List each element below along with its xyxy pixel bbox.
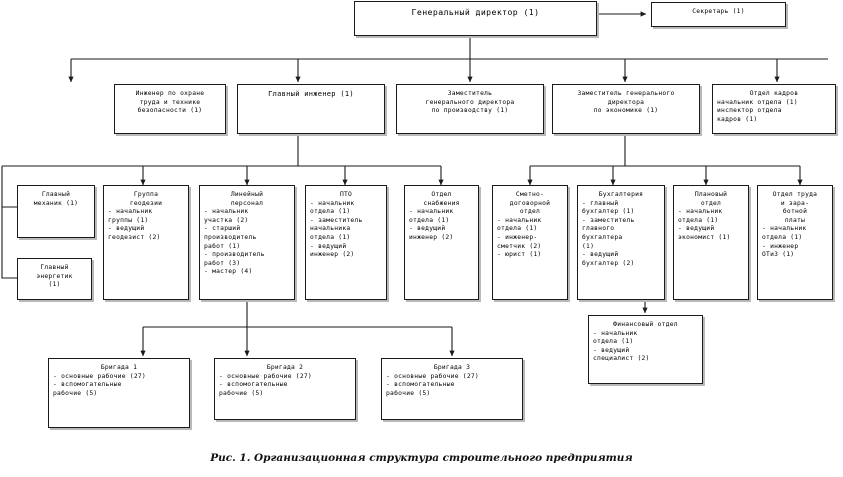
node-brigade-1[interactable]: Бригада 1 - основные рабочие (27) - вспо…	[48, 358, 190, 428]
node-safety-engineer[interactable]: Инженер по охране труда и технике безопа…	[114, 84, 226, 134]
node-title: Финансовый отдел	[613, 321, 678, 328]
node-chief-engineer[interactable]: Главный инженер (1)	[237, 84, 385, 134]
node-title: Главный энергетик (1)	[36, 264, 73, 289]
node-items: - начальник отдела (1) - ведущий экономи…	[678, 208, 731, 241]
node-items: - начальник отдела (1) - заместитель нач…	[310, 199, 363, 259]
node-planning-department[interactable]: Плановый отдел - начальник отдела (1) - …	[673, 185, 749, 300]
node-title: Линейный персонал	[230, 191, 264, 207]
node-general-director[interactable]: Генеральный директор (1)	[354, 1, 597, 36]
node-hr-department[interactable]: Отдел кадров начальник отдела (1) инспек…	[712, 84, 836, 134]
node-title: Сметно- договорной отдел	[509, 191, 551, 216]
node-geodesy-group[interactable]: Группа геодезии - начальник группы (1) -…	[103, 185, 189, 300]
node-title: Бригада 1	[100, 364, 138, 371]
node-items: - главный бухгалтер (1) - заместитель гл…	[582, 199, 635, 267]
node-financial-department[interactable]: Финансовый отдел - начальник отдела (1) …	[588, 315, 703, 384]
node-accounting[interactable]: Бухгалтерия - главный бухгалтер (1) - за…	[577, 185, 665, 300]
node-items: начальник отдела (1) инспектор отдела ка…	[717, 98, 798, 123]
node-brigade-2[interactable]: Бригада 2 - основные рабочие (27) - вспо…	[214, 358, 356, 420]
node-items: - основные рабочие (27) - вспомогательны…	[219, 372, 312, 397]
node-items: - основные рабочие (27) - вспомогательны…	[53, 372, 146, 397]
node-brigade-3[interactable]: Бригада 3 - основные рабочие (27) - вспо…	[381, 358, 523, 420]
node-title: Плановый отдел	[694, 191, 728, 207]
node-supply-department[interactable]: Отдел снабжения - начальник отдела (1) -…	[404, 185, 479, 300]
node-title: Генеральный директор (1)	[411, 7, 540, 17]
node-secretary[interactable]: Секретарь (1)	[651, 2, 786, 27]
node-labor-wages-department[interactable]: Отдел труда и зара- ботной платы - начал…	[757, 185, 833, 300]
node-line-personnel[interactable]: Линейный персонал - начальник участка (2…	[199, 185, 295, 300]
node-deputy-economy[interactable]: Заместитель генерального директора по эк…	[552, 84, 700, 134]
node-title: Бухгалтерия	[598, 191, 644, 198]
figure-caption: Рис. 1. Организационная структура строит…	[210, 452, 633, 464]
node-title: Секретарь (1)	[692, 8, 745, 15]
node-chief-power-engineer[interactable]: Главный энергетик (1)	[17, 258, 92, 300]
node-items: - начальник группы (1) - ведущий геодези…	[108, 208, 161, 241]
node-title: Отдел кадров	[749, 90, 799, 97]
node-title: Заместитель генерального директора по пр…	[425, 90, 515, 115]
node-title: Главный инженер (1)	[268, 90, 354, 98]
node-title: Бригада 2	[266, 364, 304, 371]
node-chief-mechanic[interactable]: Главный механик (1)	[17, 185, 95, 238]
node-items: - основные рабочие (27) - вспомогательны…	[386, 372, 479, 397]
node-pto[interactable]: ПТО - начальник отдела (1) - заместитель…	[305, 185, 387, 300]
node-items: - начальник отдела (1) - ведущий специал…	[593, 329, 650, 363]
node-title: ПТО	[339, 191, 353, 198]
node-title: Главный механик (1)	[33, 191, 79, 207]
node-title: Бригада 3	[433, 364, 471, 371]
node-title: Группа геодезии	[129, 191, 163, 207]
node-title: Отдел труда и зара- ботной платы	[772, 191, 818, 224]
node-deputy-production[interactable]: Заместитель генерального директора по пр…	[396, 84, 544, 134]
node-items: - начальник отдела (1) - инженер ОТиЗ (1…	[762, 225, 807, 259]
node-title: Инженер по охране труда и технике безопа…	[135, 90, 205, 115]
node-title: Отдел снабжения	[423, 191, 460, 207]
node-estimate-contract-department[interactable]: Сметно- договорной отдел - начальник отд…	[492, 185, 568, 300]
node-title: Заместитель генерального директора по эк…	[577, 90, 675, 115]
node-items: - начальник отдела (1) - инженер- сметчи…	[497, 216, 542, 259]
node-items: - начальник участка (2) - старший произв…	[204, 208, 265, 276]
node-items: - начальник отдела (1) - ведущий инженер…	[409, 208, 454, 241]
